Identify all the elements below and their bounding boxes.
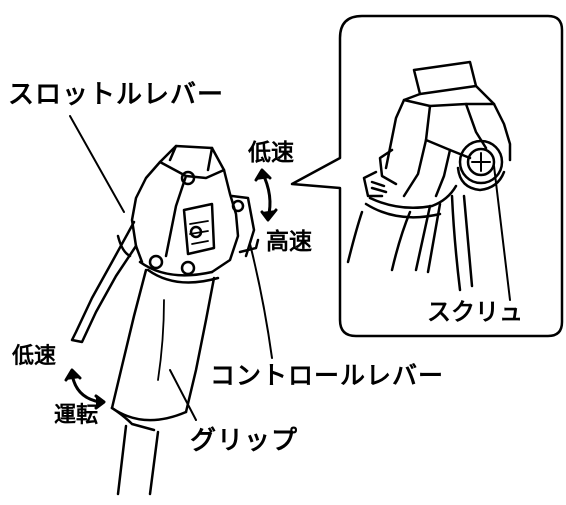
inset-bubble bbox=[290, 14, 564, 338]
throttle-lever bbox=[70, 220, 138, 344]
inset-levers-and-grip bbox=[346, 165, 511, 301]
label-control-lever: コントロールレバー bbox=[210, 361, 445, 390]
speed-arrow-top bbox=[254, 168, 278, 222]
label-run: 運転 bbox=[54, 403, 99, 428]
leader-throttle bbox=[69, 115, 125, 213]
label-throttle-lever: スロットルレバー bbox=[8, 80, 225, 110]
leader-lines bbox=[69, 115, 273, 421]
label-grip: グリップ bbox=[190, 426, 299, 456]
grip bbox=[110, 268, 216, 496]
leader-grip bbox=[169, 369, 197, 421]
label-low-speed-top: 低速 bbox=[248, 140, 294, 166]
label-screw: スクリュ bbox=[427, 298, 523, 326]
leader-control bbox=[249, 243, 273, 359]
label-low-speed-left: 低速 bbox=[12, 344, 57, 369]
speed-arrow-left bbox=[64, 368, 106, 410]
inset-throttle-body bbox=[362, 60, 512, 219]
inset-screw bbox=[456, 139, 506, 192]
throttle-housing bbox=[130, 144, 245, 284]
label-high-speed: 高速 bbox=[266, 229, 312, 255]
